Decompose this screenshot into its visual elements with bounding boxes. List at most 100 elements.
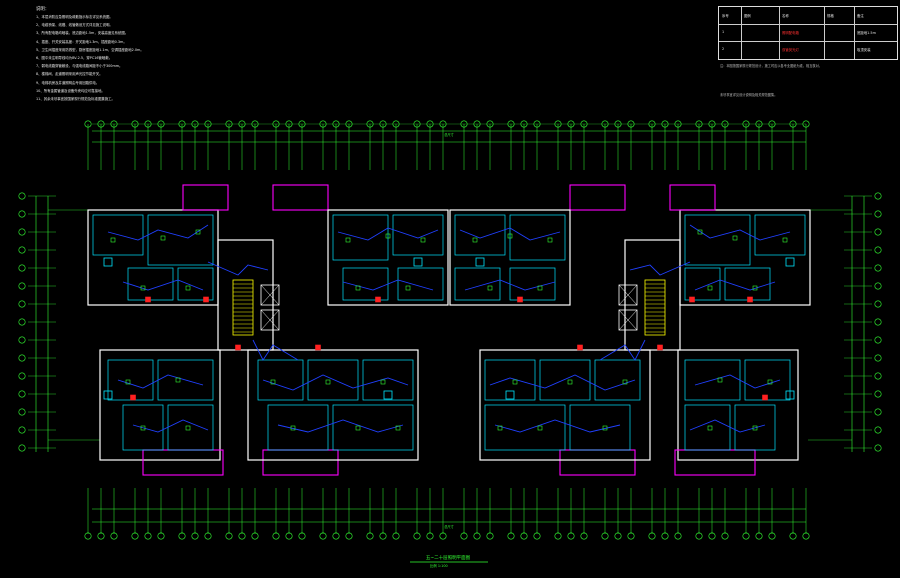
plan-box [375, 296, 381, 303]
plan-box [380, 379, 386, 385]
axis-bubble [413, 120, 421, 128]
axis-bubble [473, 532, 481, 540]
axis-bubble [802, 532, 810, 540]
axis-bubble [874, 372, 882, 380]
axis-bubble [18, 228, 26, 236]
axis-bubble [695, 120, 703, 128]
note-line: 10、所有金属管道及设备外壳均应可靠接地。 [36, 88, 105, 93]
axis-bubble [426, 120, 434, 128]
axis-bubble [345, 120, 353, 128]
plan-box [732, 235, 738, 241]
dim-top-label: 总尺寸 [444, 132, 454, 137]
axis-bubble [439, 120, 447, 128]
axis-bubble [473, 120, 481, 128]
axis-bubble [742, 532, 750, 540]
plan-box [697, 229, 703, 235]
plan-box [517, 296, 523, 303]
plan-box [87, 209, 219, 306]
plan-box [327, 209, 449, 306]
axis-bubble [486, 120, 494, 128]
axis-bubble [157, 120, 165, 128]
axis-bubble [648, 532, 656, 540]
plan-box [684, 404, 731, 451]
axis-bubble [144, 120, 152, 128]
plan-box [754, 214, 806, 256]
axis-bubble [225, 532, 233, 540]
plan-box [420, 237, 426, 243]
axis-bubble [18, 318, 26, 326]
plan-box [413, 257, 423, 267]
axis-bubble [874, 390, 882, 398]
axis-bubble [874, 336, 882, 344]
plan-box [624, 239, 681, 351]
wire-run [107, 224, 209, 241]
plan-box [405, 285, 411, 291]
plan-box [752, 425, 758, 431]
axis-bubble [874, 408, 882, 416]
drawing-line [618, 284, 638, 306]
plan-box [325, 379, 331, 385]
plan-box [195, 229, 201, 235]
axis-bubble [225, 120, 233, 128]
note-line: 5、卫生间插座采用防溅型，厨房插座距地1.1m，空调插座距地2.0m。 [36, 47, 144, 52]
plan-box [537, 285, 543, 291]
axis-bubble [204, 120, 212, 128]
note-line: 6、图中未注明导线均为BV-2.5，穿PC16管暗敷。 [36, 56, 113, 60]
axis-bubble [533, 120, 541, 128]
wire-run [459, 227, 561, 241]
axis-bubble [802, 120, 810, 128]
plan-box [475, 257, 485, 267]
plan-box [679, 209, 811, 306]
plan-box [449, 209, 571, 306]
plan-box [247, 349, 419, 461]
plan-box [577, 344, 583, 351]
axis-bubble [238, 120, 246, 128]
note-line: 2、电缆桥架、线槽、线管敷设方式详见施工说明。 [36, 23, 113, 28]
note-line: 3、所有配电箱均暗装，底边距地1.5m，安装高度见系统图。 [36, 31, 129, 36]
axis-bubble [285, 120, 293, 128]
plan-box [767, 379, 773, 385]
axis-bubble [674, 120, 682, 128]
axis-bubble [507, 532, 515, 540]
axis-bubble [251, 120, 259, 128]
axis-bubble [345, 532, 353, 540]
plan-box [505, 390, 515, 400]
axis-bubble [18, 444, 26, 452]
axis-bubble [413, 532, 421, 540]
axis-bubble [601, 532, 609, 540]
table-divider [719, 41, 897, 42]
plan-box [332, 404, 414, 451]
axis-bubble [460, 120, 468, 128]
plan-box [315, 344, 321, 351]
axis-bubble [178, 532, 186, 540]
note-line: 8、楼梯间、走道照明采用声光控节能开关。 [36, 72, 103, 77]
axis-bubble [84, 120, 92, 128]
wire-run [599, 339, 646, 361]
plan-box [487, 285, 493, 291]
axis-bubble [18, 192, 26, 200]
wire-run [132, 419, 209, 433]
plan-box [395, 425, 401, 431]
axis-bubble [366, 532, 374, 540]
plan-box [307, 359, 359, 401]
plan-box [355, 425, 361, 431]
table-divider [719, 24, 897, 25]
table-cell: 照明配电箱 [782, 31, 799, 35]
plan-box [345, 237, 351, 243]
drawing-line [618, 309, 638, 331]
axis-bubble [97, 120, 105, 128]
axis-bubble [580, 532, 588, 540]
axis-bubble [874, 228, 882, 236]
plan-box [267, 404, 329, 451]
drawing-line [260, 284, 280, 306]
plan-box [734, 404, 776, 451]
axis-bubble [319, 120, 327, 128]
axis-bubble [110, 532, 118, 540]
axis-bubble [661, 532, 669, 540]
plan-box [657, 344, 663, 351]
plan-box [125, 379, 131, 385]
axis-bubble [366, 120, 374, 128]
plan-box [147, 214, 214, 266]
